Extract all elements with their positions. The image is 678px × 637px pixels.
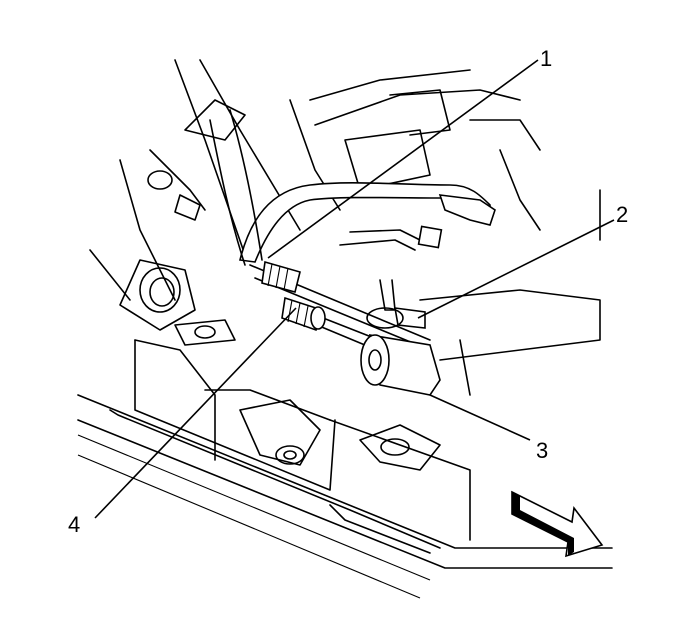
callout-1: 1: [540, 46, 552, 71]
callout-2: 2: [616, 202, 628, 227]
leader-lines: [94, 59, 615, 519]
mount-bracket: [119, 259, 236, 346]
callout-3: 3: [536, 438, 548, 463]
rocker-panel: [77, 394, 613, 599]
callout-4: 4: [68, 512, 80, 537]
forward-arrow-icon: [511, 490, 604, 558]
fuel-lines: [249, 225, 443, 369]
fuel-filter: [360, 279, 441, 396]
crossmember: [134, 339, 471, 541]
wiring-harness: [147, 99, 496, 266]
body-panel: [89, 59, 601, 396]
